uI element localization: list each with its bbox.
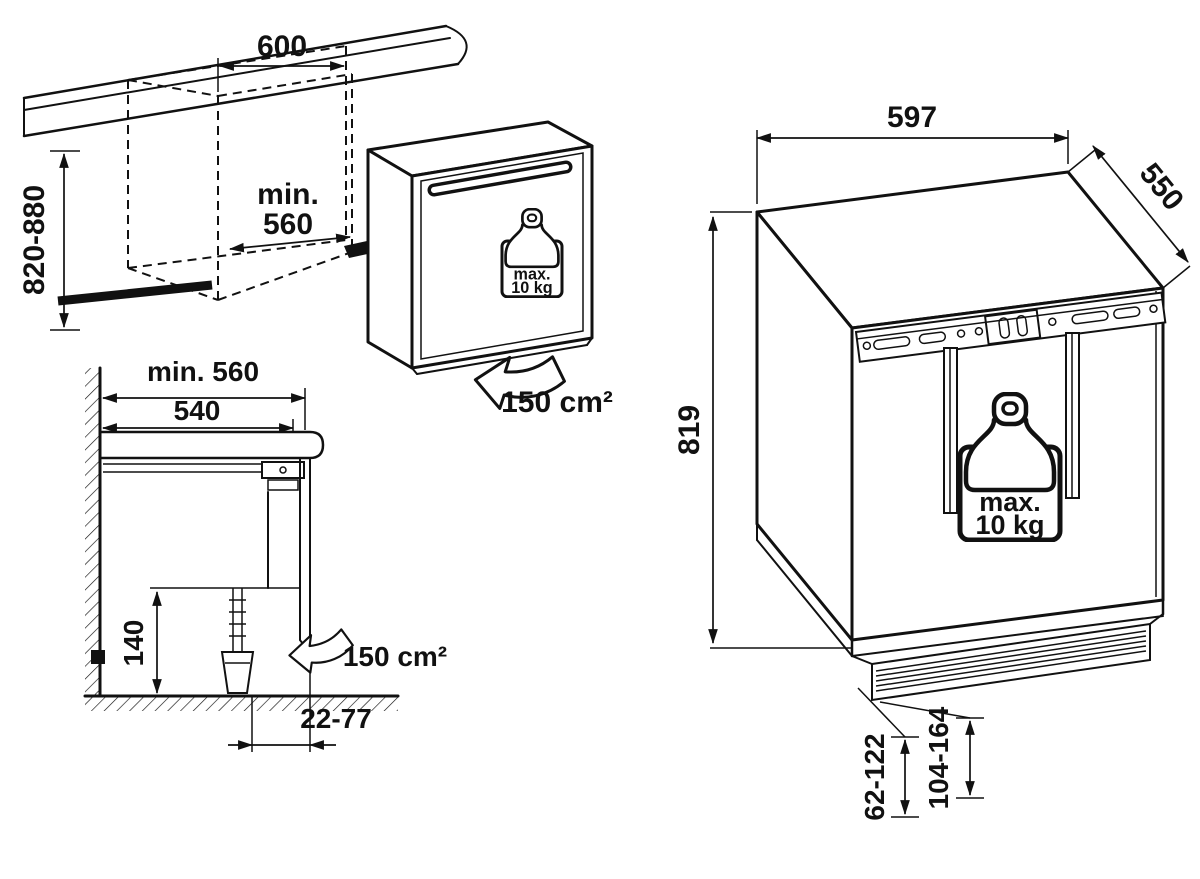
section-niche-depth-label: min. 560 (147, 356, 259, 387)
appliance-small-plinth (411, 337, 593, 375)
dimension-height: 819 (673, 211, 852, 649)
clearance-height-label: 140 (118, 620, 149, 667)
wall-spacer (91, 650, 105, 664)
dimension-section-niche-depth: min. 560 (101, 356, 307, 430)
dimension-niche-height: 820-880 (18, 150, 80, 331)
appliance-depth-label: 550 (1133, 157, 1190, 217)
counter-section (98, 430, 325, 460)
floor-line (57, 280, 213, 306)
dimension-niche-depth: min. 560 (228, 178, 372, 258)
hinge-plate (267, 479, 299, 491)
dimension-niche-width: 600 (217, 30, 346, 92)
dimension-width: 597 (755, 101, 1070, 204)
appliance-width-label: 597 (887, 101, 937, 134)
vent-area-label: 150 cm² (501, 386, 613, 419)
mounting-strips (943, 332, 1080, 514)
plinth-range-rear-label: 104-164 (923, 706, 954, 809)
floor (83, 694, 400, 711)
door-handle (427, 160, 573, 197)
plinth-range-front-label: 62-122 (859, 733, 890, 820)
appliance-view: 597 550 819 62-122 104-164 (673, 101, 1191, 821)
niche-depth-min-label: min. (257, 178, 319, 211)
appliance-small: 150 cm² (366, 120, 613, 421)
appliance-height-label: 819 (673, 405, 706, 455)
niche-depth-value-label: 560 (263, 208, 313, 241)
wall (85, 366, 105, 698)
plinth (756, 523, 1165, 702)
dimension-plinth-front: 62-122 (857, 687, 919, 821)
hinge-bracket (261, 461, 305, 479)
hinge-pin-icon (279, 466, 287, 474)
dimension-plinth-rear: 104-164 (879, 701, 984, 809)
niche-height-label: 820-880 (18, 185, 51, 295)
foot-range-label: 22-77 (300, 703, 372, 734)
section-view: min. 560 540 140 22-77 150 cm² (83, 356, 447, 752)
niche-width-label: 600 (257, 30, 307, 63)
niche-view: 600 min. 560 820-880 (18, 24, 613, 421)
appliance-small-side-face (366, 148, 414, 370)
counter-depth-label: 540 (174, 395, 221, 426)
dimension-counter-depth: 540 (101, 395, 295, 433)
countertop (22, 24, 468, 138)
dimension-clearance-height: 140 (118, 590, 162, 695)
mounting-rail (854, 291, 1167, 363)
dimension-foot-range: 22-77 (228, 644, 372, 752)
niche-outline (127, 45, 353, 301)
vent-area-label: 150 cm² (343, 641, 447, 672)
adjustable-foot (220, 588, 255, 694)
appliance-section (103, 457, 311, 694)
